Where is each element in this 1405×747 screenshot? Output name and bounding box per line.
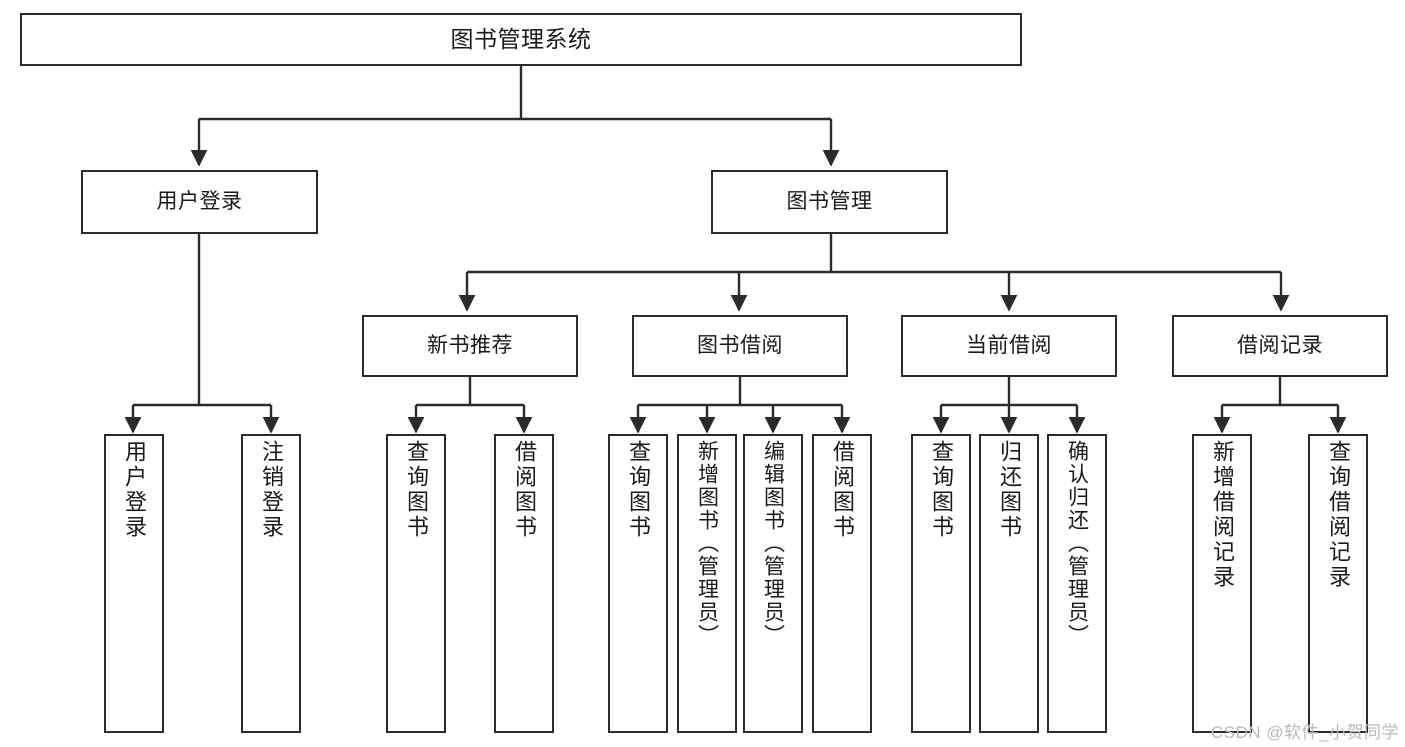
node-label: 新增图书（管理员） [695, 440, 719, 647]
node-book-management[interactable]: 图书管理 [711, 170, 948, 234]
node-root-book-management-system[interactable]: 图书管理系统 [20, 13, 1022, 66]
node-borrow-record[interactable]: 借阅记录 [1172, 315, 1388, 377]
node-label: 查询图书 [404, 440, 429, 540]
node-current-borrow[interactable]: 当前借阅 [901, 315, 1117, 377]
node-label: 用户登录 [122, 440, 147, 540]
node-label: 查询图书 [626, 440, 651, 540]
leaf-add-book-admin[interactable]: 新增图书（管理员） [677, 434, 737, 733]
leaf-query-borrow-record[interactable]: 查询借阅记录 [1308, 434, 1368, 733]
leaf-query-book-recommend[interactable]: 查询图书 [386, 434, 446, 733]
node-label: 借阅记录 [1237, 333, 1323, 357]
node-label: 图书管理系统 [450, 25, 592, 52]
node-label: 新书推荐 [427, 333, 513, 357]
leaf-borrow-book-recommend[interactable]: 借阅图书 [494, 434, 554, 733]
node-user-login[interactable]: 用户登录 [81, 170, 318, 234]
node-label: 图书管理 [786, 189, 873, 213]
leaf-confirm-return-admin[interactable]: 确认归还（管理员） [1047, 434, 1107, 733]
leaf-borrow-book[interactable]: 借阅图书 [812, 434, 872, 733]
leaf-edit-book-admin[interactable]: 编辑图书（管理员） [743, 434, 803, 733]
leaf-return-book[interactable]: 归还图书 [979, 434, 1039, 733]
node-label: 查询图书 [929, 440, 954, 540]
watermark-text: CSDN @软件_小贺同学 [1210, 723, 1399, 742]
node-book-borrow[interactable]: 图书借阅 [632, 315, 848, 377]
leaf-user-login[interactable]: 用户登录 [104, 434, 164, 733]
node-label: 查询借阅记录 [1326, 440, 1351, 590]
node-label: 借阅图书 [512, 440, 537, 540]
leaf-logout-login[interactable]: 注销登录 [241, 434, 301, 733]
node-label: 当前借阅 [966, 333, 1052, 357]
node-label: 用户登录 [156, 189, 243, 213]
node-new-book-recommend[interactable]: 新书推荐 [362, 315, 578, 377]
node-label: 借阅图书 [830, 440, 855, 540]
leaf-query-book-current[interactable]: 查询图书 [911, 434, 971, 733]
node-label: 编辑图书（管理员） [761, 440, 785, 647]
node-label: 注销登录 [259, 440, 284, 540]
node-label: 图书借阅 [697, 333, 783, 357]
node-label: 归还图书 [997, 440, 1022, 540]
node-label: 确认归还（管理员） [1065, 440, 1089, 647]
node-label: 新增借阅记录 [1210, 440, 1235, 590]
leaf-add-borrow-record[interactable]: 新增借阅记录 [1192, 434, 1252, 733]
leaf-query-book-borrow[interactable]: 查询图书 [608, 434, 668, 733]
